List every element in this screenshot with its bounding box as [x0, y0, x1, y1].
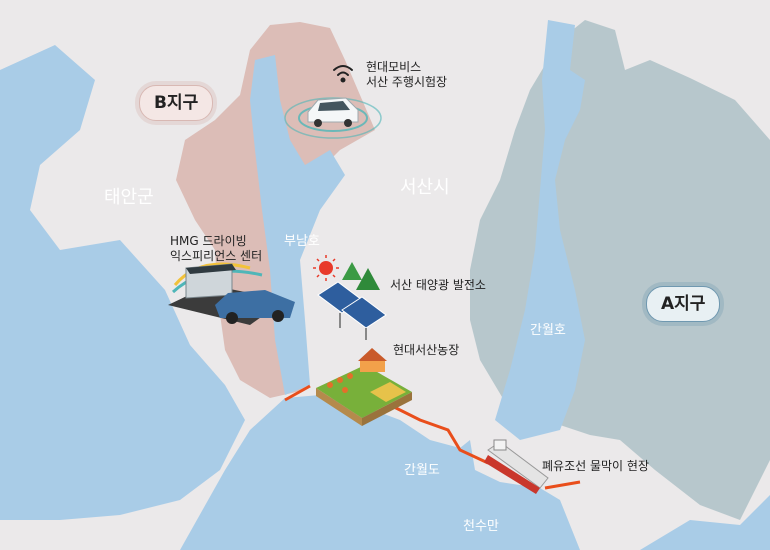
site-label-hmg: HMG 드라이빙 익스피리언스 센터 — [170, 234, 262, 264]
region-label-seosan: 서산시 — [400, 177, 450, 198]
district-b-badge: B지구 — [139, 85, 214, 121]
water-ganwol-lake — [495, 20, 585, 440]
farm-icon — [316, 348, 412, 426]
route-line — [284, 384, 581, 490]
water-east-coast — [640, 495, 770, 550]
sun-icon — [313, 255, 339, 281]
water-label-ganwolho: 간월호 — [530, 323, 566, 338]
test-track-car-icon — [284, 97, 382, 139]
site-label-ship: 폐유조선 물막이 현장 — [542, 459, 649, 473]
site-label-mobis-line2: 서산 주행시험장 — [366, 75, 448, 89]
water-west-bay — [0, 45, 245, 520]
site-label-farm: 현대서산농장 — [393, 343, 460, 357]
site-label-mobis-line1: 현대모비스 — [366, 60, 422, 74]
site-label-hmg-line1: HMG 드라이빙 — [170, 234, 247, 248]
site-label-solar: 서산 태양광 발전소 — [390, 278, 486, 292]
water-label-cheonsuman: 천수만 — [463, 519, 499, 534]
water-cheonsu-bay — [180, 395, 580, 550]
site-label-mobis: 현대모비스 서산 주행시험장 — [366, 60, 447, 90]
site-label-hmg-line2: 익스피리언스 센터 — [170, 249, 263, 263]
region-label-taean: 태안군 — [104, 187, 154, 208]
solar-panel-icon — [317, 262, 387, 340]
water-label-bunamho: 부남호 — [284, 234, 320, 249]
water-label-ganwoldo: 간월도 — [404, 463, 440, 478]
oil-tanker-icon — [484, 439, 549, 494]
wifi-icon — [333, 65, 353, 83]
district-a-badge: A지구 — [646, 286, 721, 322]
driving-center-icon — [168, 262, 295, 325]
